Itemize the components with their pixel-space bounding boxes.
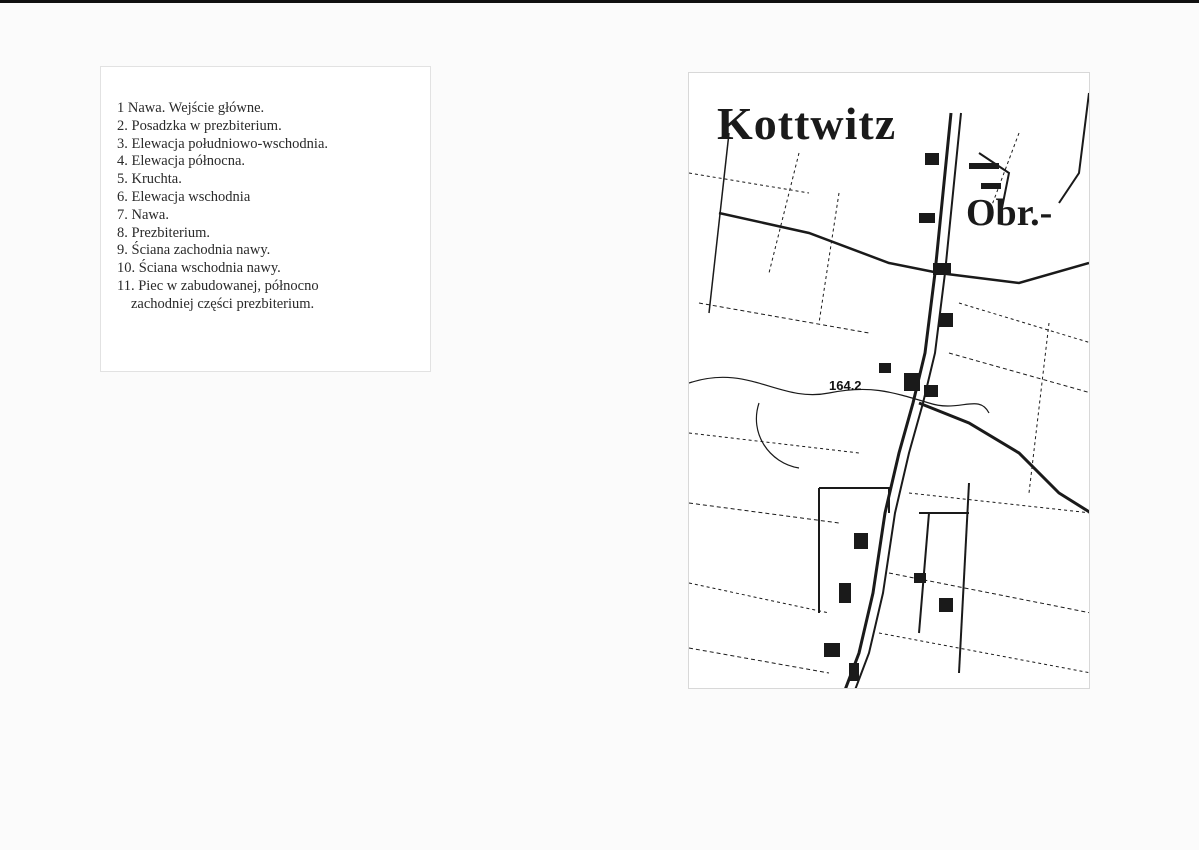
legend-item-continuation: zachodniej części prezbiterium.: [131, 295, 315, 312]
legend-item: 7. Nawa.: [117, 206, 169, 223]
map-subtitle: Obr.-: [966, 192, 1053, 234]
legend-item: 5. Kruchta.: [117, 171, 182, 188]
legend-item: 6. Elewacja wschodnia: [117, 188, 251, 205]
legend-item: 2. Posadzka w prezbiterium.: [117, 117, 282, 134]
photo-legend-list: 1 Nawa. Wejście główne. 2. Posadzka w pr…: [117, 100, 328, 314]
scan-top-edge: [0, 0, 1199, 3]
legend-item: 3. Elewacja południowo-wschodnia.: [117, 135, 329, 152]
legend-item: 10. Ściana wschodnia nawy.: [117, 260, 281, 277]
legend-item: 8. Prezbiterium.: [117, 224, 211, 241]
map-title: Kottwitz: [717, 98, 897, 149]
legend-item: 4. Elewacja północna.: [117, 153, 246, 170]
map-elevation-label: 164.2: [829, 378, 862, 393]
legend-item: 9. Ściana zachodnia nawy.: [117, 242, 271, 259]
historic-map-image: Kottwitz Obr.- 164.2: [688, 72, 1090, 689]
photo-legend-box: 1 Nawa. Wejście główne. 2. Posadzka w pr…: [100, 66, 431, 372]
map-drawing: [689, 92, 1089, 688]
legend-item: 1 Nawa. Wejście główne.: [117, 100, 265, 116]
